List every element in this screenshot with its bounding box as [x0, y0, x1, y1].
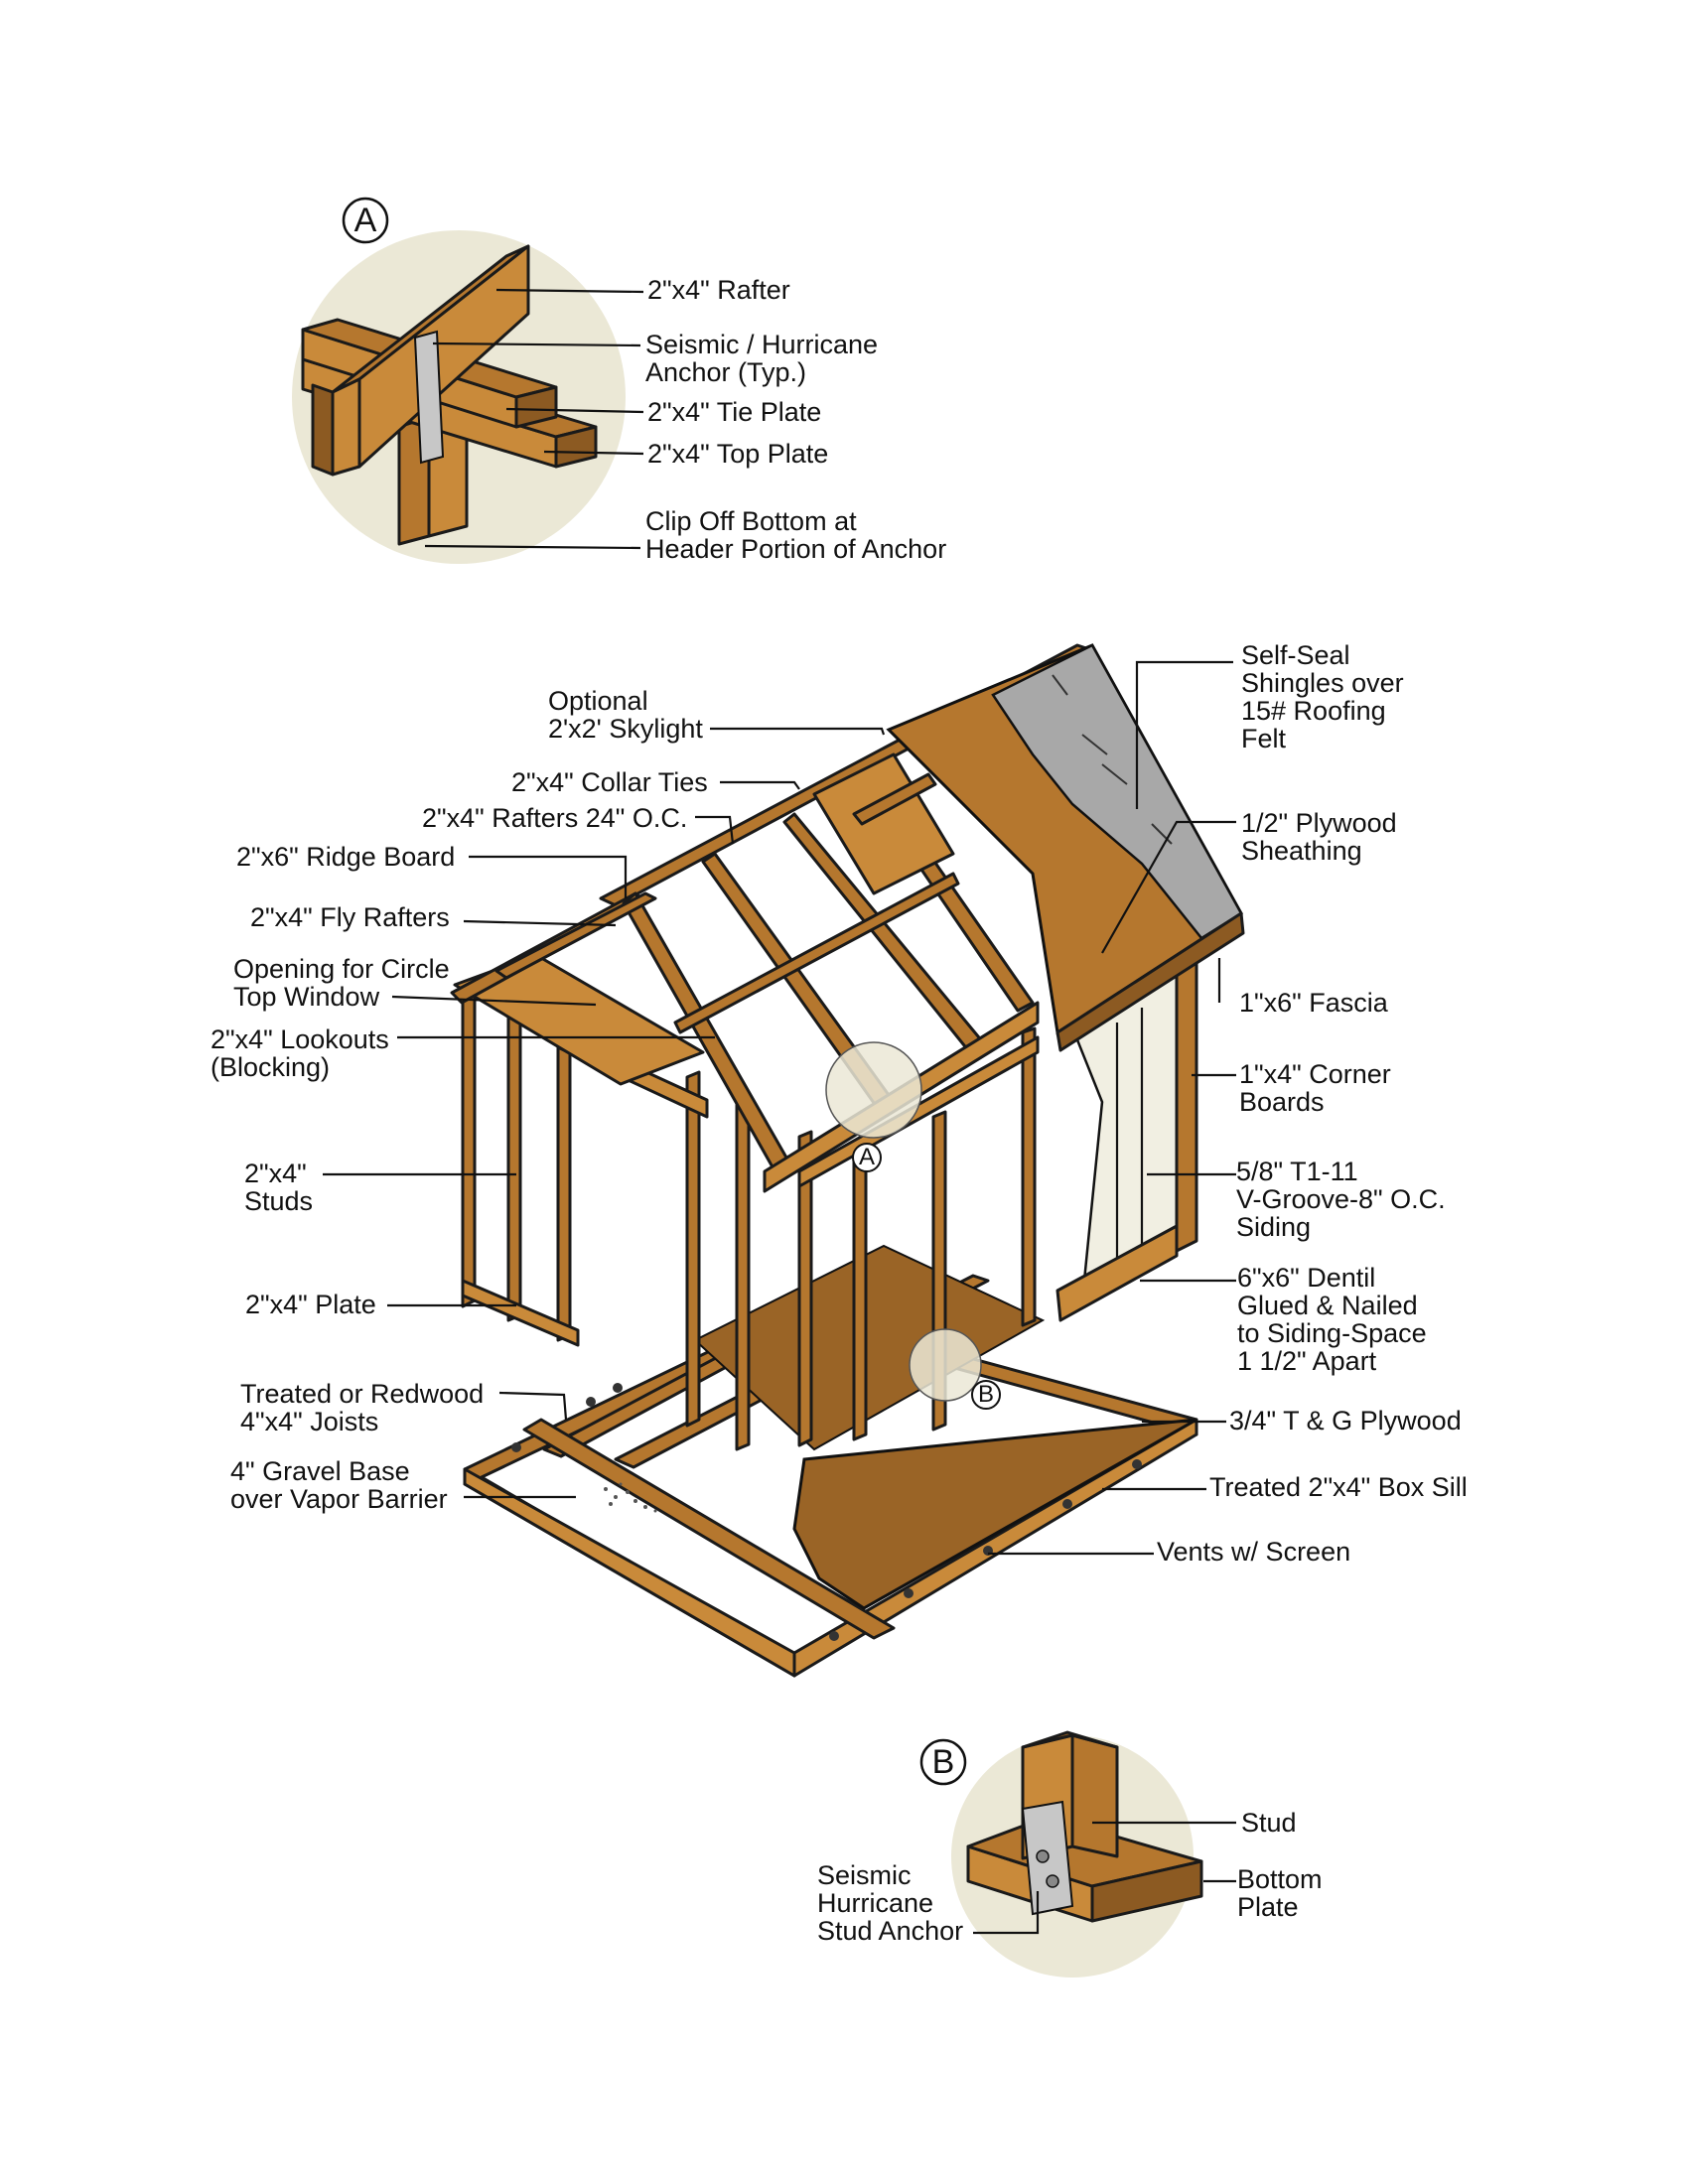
fascia-board [1055, 911, 1245, 1052]
callout-b-marker [971, 1380, 1001, 1410]
main-leader-lines [323, 660, 1236, 1556]
detail-a-badge: A [353, 202, 377, 239]
label-floor: 3/4" T & G Plywood [1229, 1406, 1462, 1435]
label-fascia: 1"x6" Fascia [1239, 988, 1388, 1018]
vent-5 [829, 1631, 839, 1641]
label-plate: 2"x4" Plate [245, 1290, 376, 1319]
label-vents: Vents w/ Screen [1157, 1537, 1351, 1567]
left-wall-frame [453, 953, 813, 1451]
detail-b-badge-circle [919, 1738, 967, 1786]
label-collar-ties: 2"x4" Collar Ties [511, 767, 708, 797]
roof-shingles [991, 643, 1243, 940]
label-studs: 2"x4"Studs [244, 1159, 314, 1216]
shingle-marks [1052, 674, 1173, 845]
anchor-strap [413, 330, 445, 465]
dentil-row [1055, 1224, 1179, 1322]
callout-a-marker [852, 1143, 882, 1172]
vent-3 [1132, 1459, 1142, 1469]
detail-b-badge: B [931, 1743, 955, 1781]
vent-7 [586, 1397, 596, 1407]
callout-b-letter: B [977, 1381, 994, 1408]
floor-plywood [792, 1418, 1197, 1610]
gravel-specks [604, 1482, 657, 1513]
label-ridge-board: 2"x6" Ridge Board [236, 842, 456, 872]
label-fly-rafters: 2"x4" Fly Rafters [250, 902, 450, 932]
vent-6 [511, 1442, 521, 1452]
label-top-plate: 2"x4" Top Plate [647, 439, 829, 469]
vent-8 [613, 1383, 623, 1393]
detail-b-callout-circle [909, 1328, 982, 1402]
label-lookouts: 2"x4" Lookouts(Blocking) [211, 1024, 389, 1082]
label-stud: Stud [1241, 1808, 1297, 1838]
vent-4 [904, 1588, 914, 1598]
label-tie-plate: 2"x4" Tie Plate [647, 397, 822, 427]
vent-2 [1062, 1499, 1072, 1509]
detail-a-illustration [292, 197, 644, 564]
detail-b-illustration [919, 1730, 1236, 1978]
detail-a-callout-circle [825, 1041, 922, 1139]
label-box-sill: Treated 2"x4" Box Sill [1209, 1472, 1468, 1502]
label-rafters: 2"x4" Rafters 24" O.C. [422, 803, 688, 833]
detail-a-badge-circle [342, 197, 389, 244]
main-shed-illustration [323, 643, 1245, 1678]
label-rafter: 2"x4" Rafter [647, 275, 790, 305]
callout-a-letter: A [858, 1144, 875, 1170]
